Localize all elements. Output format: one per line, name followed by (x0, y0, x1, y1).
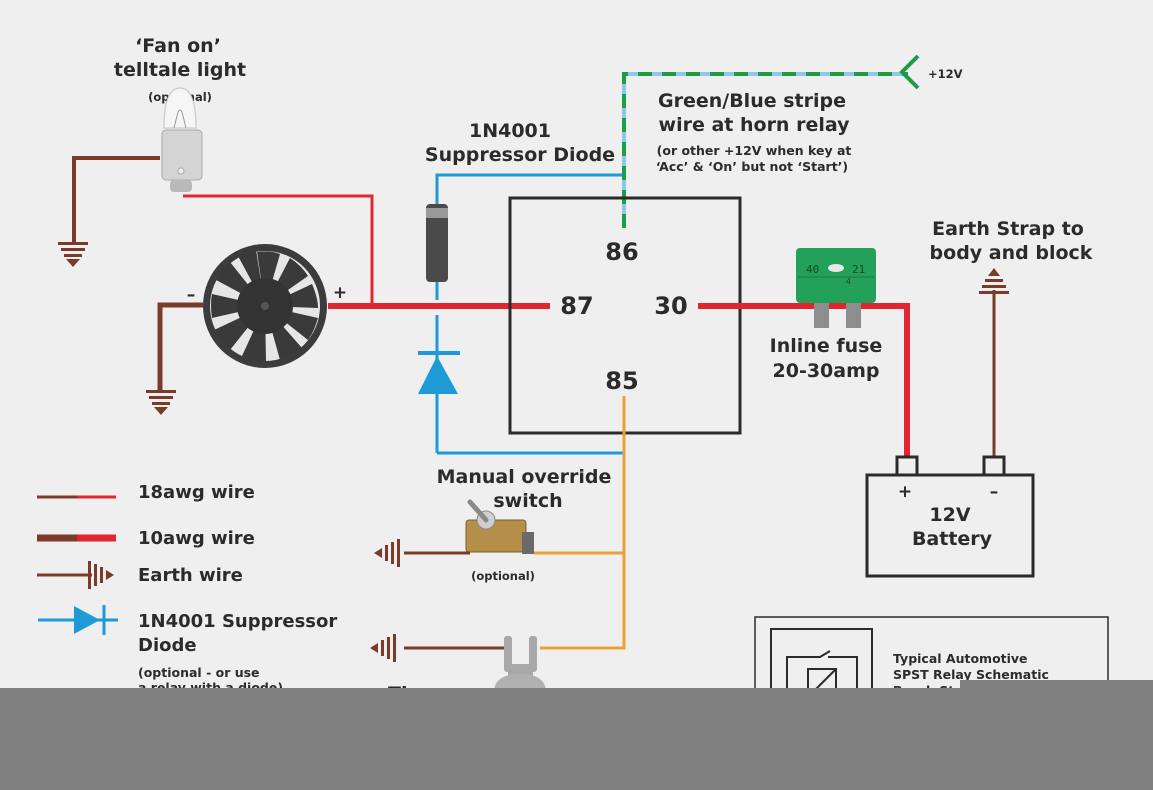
relay-pin-87: 87 (560, 292, 593, 320)
earth-strap-label-line2: body and block (930, 242, 1093, 264)
battery: + – 12V Battery (865, 455, 1035, 578)
thermo-switch-icon (494, 636, 546, 690)
override-switch-note: (optional) (471, 569, 535, 583)
gray-overlay-bar-bottom (0, 688, 1153, 790)
schematic-line2: SPST Relay Schematic (893, 667, 1049, 682)
fan-icon (203, 244, 327, 368)
schematic-line1: Typical Automotive (893, 651, 1028, 666)
earth-symbol-icon (88, 561, 114, 589)
bulb-icon (161, 87, 203, 192)
earth-symbol-icon (374, 539, 400, 567)
diode-title-line1: 1N4001 (469, 120, 551, 142)
supply-label: +12V (928, 67, 963, 81)
override-switch-title-line2: switch (493, 490, 562, 512)
fan-minus-label: – (187, 285, 196, 305)
legend-label-diode-line2: Diode (138, 635, 197, 656)
relay-pin-85: 85 (605, 367, 638, 395)
legend: 18awg wire 10awg wire Earth wire 1N4001 (37, 482, 337, 695)
trigger-note-line2: ‘Acc’ & ‘On’ but not ‘Start’) (656, 159, 848, 174)
gray-overlay-bar-right (960, 680, 1153, 690)
trigger-title-line2: wire at horn relay (659, 114, 851, 136)
battery-label-line2: Battery (912, 528, 993, 550)
trigger-note-line1: (or other +12V when key at (657, 143, 852, 158)
relay-pin-86: 86 (605, 238, 638, 266)
legend-label-18awg: 18awg wire (138, 482, 255, 503)
diode-symbol-icon (418, 351, 460, 394)
diode-symbol-icon (38, 605, 118, 635)
legend-item-diode: 1N4001 Suppressor Diode (optional - or u… (38, 605, 337, 695)
telltale-title-line2: telltale light (114, 59, 246, 81)
fuse-marking-small: 4 (846, 277, 851, 286)
battery-feed-wire (698, 303, 910, 460)
earth-symbol-icon (58, 242, 88, 267)
toggle-switch-icon (465, 499, 534, 554)
fan-earth-wire (146, 302, 203, 415)
legend-label-diode-line1: 1N4001 Suppressor (138, 611, 337, 632)
fan: – + (187, 244, 347, 368)
legend-note-diode-line1: (optional - or use (138, 665, 260, 680)
trigger-title-line1: Green/Blue stripe (658, 90, 846, 112)
diode-title-line2: Suppressor Diode (425, 144, 615, 166)
supply-connector-icon (899, 54, 920, 90)
fuse-label-line1: Inline fuse (770, 335, 883, 357)
override-switch-title-line1: Manual override (437, 466, 612, 488)
battery-label-line1: 12V (929, 504, 970, 526)
legend-item-earth: Earth wire (37, 561, 243, 589)
telltale-title-line1: ‘Fan on’ (135, 35, 221, 57)
earth-strap: Earth Strap to body and block (930, 218, 1093, 460)
inline-fuse: 40 21 4 Inline fuse 20-30amp (770, 248, 883, 382)
fuse-label-line2: 20-30amp (773, 360, 880, 382)
relay: 86 87 30 85 (508, 196, 742, 435)
relay-pin-30: 30 (654, 292, 687, 320)
legend-label-earth: Earth wire (138, 565, 243, 586)
battery-plus-label: + (898, 482, 912, 502)
legend-item-10awg: 10awg wire (37, 528, 255, 549)
fan-plus-label: + (333, 283, 347, 303)
fuse-icon: 40 21 4 (796, 248, 876, 328)
diode-circuit: 1N4001 Suppressor Diode (418, 120, 624, 455)
legend-label-10awg: 10awg wire (138, 528, 255, 549)
earth-symbol-icon (979, 268, 1009, 294)
earth-strap-label-line1: Earth Strap to (932, 218, 1084, 240)
telltale-light: ‘Fan on’ telltale light (optional) (114, 35, 246, 192)
switch-circuit: Manual override switch (optional) (370, 396, 626, 705)
earth-symbol-icon (146, 390, 176, 415)
telltale-feed-wire (183, 194, 374, 305)
fuse-marking-right: 21 (852, 263, 865, 276)
diode-component-icon (426, 204, 448, 282)
trigger-wire: +12V Green/Blue stripe wire at horn rela… (622, 54, 963, 228)
legend-item-18awg: 18awg wire (37, 482, 255, 503)
earth-symbol-icon (370, 634, 396, 662)
fuse-marking-left: 40 (806, 263, 819, 276)
telltale-earth-wire (58, 156, 160, 267)
relay-schematic-icon (786, 650, 858, 700)
battery-minus-label: – (990, 482, 999, 502)
